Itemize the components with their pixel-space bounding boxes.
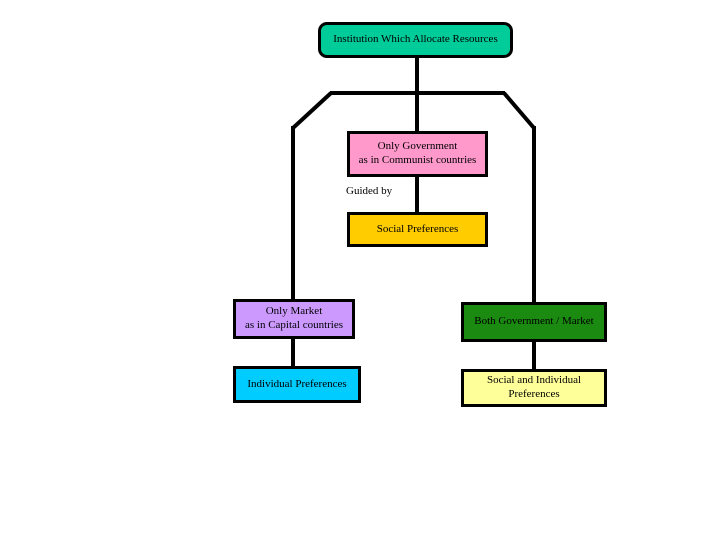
connector-bus-diagonal-left [291,91,333,130]
node-only-government[interactable]: Only Government as in Communist countrie… [347,131,488,177]
node-both-government-market[interactable]: Both Government / Market [461,302,607,342]
connector-bus-diagonal-right [502,91,536,130]
node-individual-preferences[interactable]: Individual Preferences [233,366,361,403]
node-social-and-individual-preferences[interactable]: Social and Individual Preferences [461,369,607,407]
node-institution-which-allocate-resources[interactable]: Institution Which Allocate Resources [318,22,513,58]
node-only-market[interactable]: Only Market as in Capital countries [233,299,355,339]
node-social-preferences[interactable]: Social Preferences [347,212,488,247]
label-guided-by: Guided by [346,185,393,197]
